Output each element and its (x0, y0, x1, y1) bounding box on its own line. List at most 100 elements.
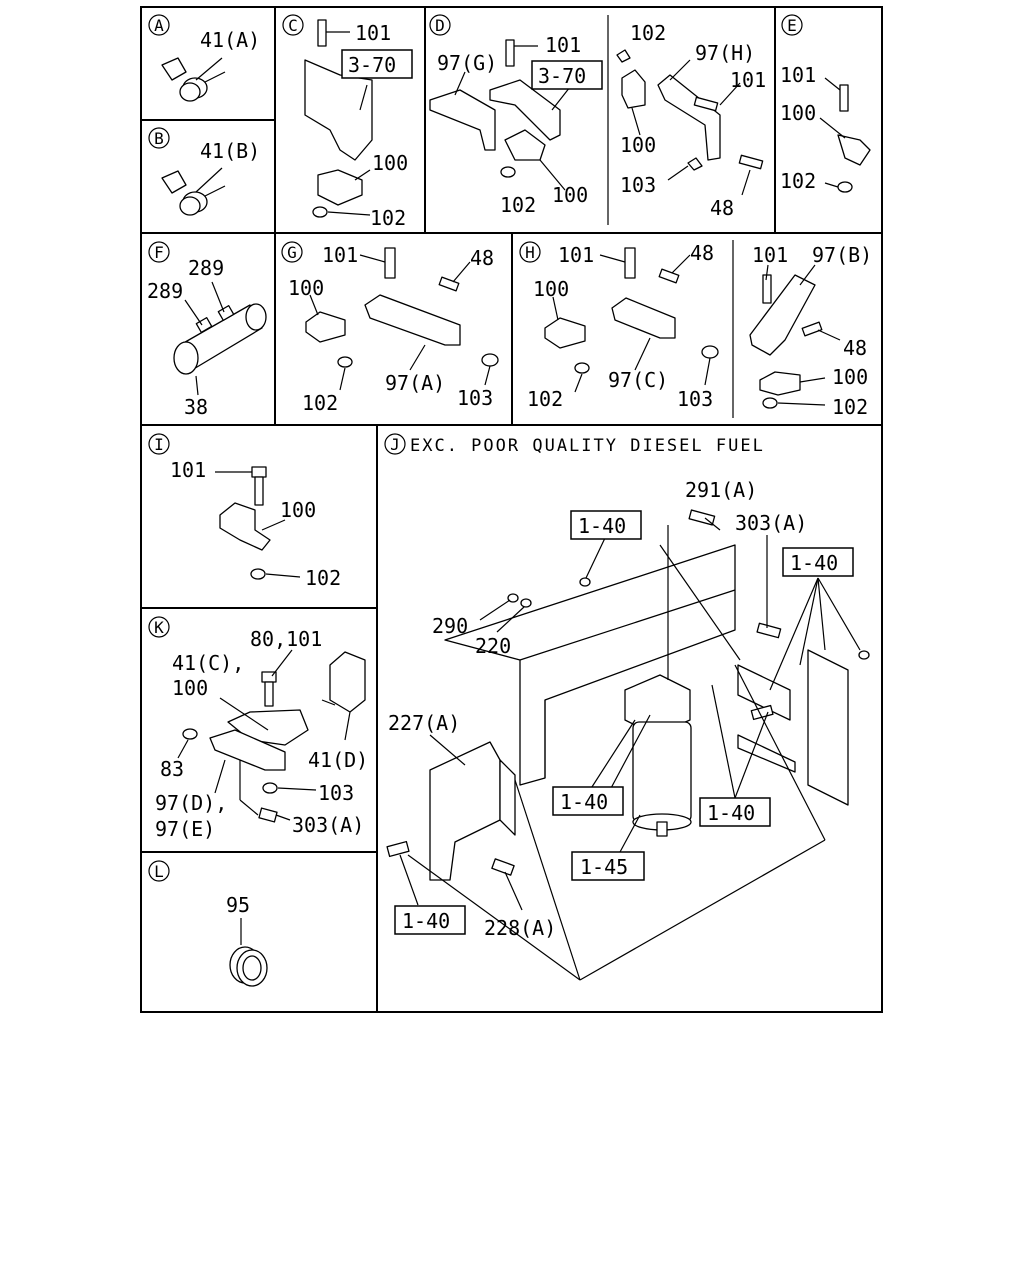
section-badge-c: C (282, 14, 304, 36)
callout-h-97c: 97(C) (608, 368, 668, 392)
callout-g-101: 101 (322, 243, 358, 267)
svg-text:L: L (154, 862, 164, 881)
section-f-drawing (173, 281, 267, 396)
ref-box-j-1-40-d: 1-40 (707, 801, 755, 825)
svg-text:B: B (154, 129, 164, 148)
section-j-caption: EXC. POOR QUALITY DIESEL FUEL (410, 436, 765, 456)
callout-f-289-top: 289 (188, 256, 224, 280)
section-badge-j: J (384, 433, 406, 455)
callout-d-100-left: 100 (552, 183, 588, 207)
callout-k-100: 100 (172, 676, 208, 700)
ref-box-j-1-40-b: 1-40 (790, 551, 838, 575)
callout-d-102-left: 102 (500, 193, 536, 217)
callout-d-103: 103 (620, 173, 656, 197)
callout-97b-102: 102 (832, 395, 868, 419)
callout-g-100: 100 (288, 276, 324, 300)
callout-k-41c: 41(C), (172, 651, 244, 675)
callout-h-48: 48 (690, 241, 714, 265)
callout-h-102: 102 (527, 387, 563, 411)
section-badge-l: L (148, 860, 170, 882)
callout-k-83: 83 (160, 757, 184, 781)
callout-d-101: 101 (545, 33, 581, 57)
callout-c-101: 101 (355, 21, 391, 45)
callout-k-41d: 41(D) (308, 748, 368, 772)
callout-e-100: 100 (780, 101, 816, 125)
svg-text:H: H (525, 243, 535, 262)
callout-l-95: 95 (226, 893, 250, 917)
callout-97b-101: 101 (752, 243, 788, 267)
section-badge-i: I (148, 433, 170, 455)
callout-i-102: 102 (305, 566, 341, 590)
section-b-drawing (161, 167, 226, 216)
callout-e-102: 102 (780, 169, 816, 193)
ref-box-j-1-45: 1-45 (580, 855, 628, 879)
callout-j-290: 290 (432, 614, 468, 638)
callout-c-102: 102 (370, 206, 406, 230)
callout-k-103: 103 (318, 781, 354, 805)
callout-41a: 41(A) (200, 28, 260, 52)
callout-j-228a: 228(A) (484, 916, 556, 940)
section-badge-g: G (281, 241, 303, 263)
section-h-drawing (544, 247, 719, 393)
section-d-left-drawing (429, 39, 571, 191)
callout-f-289-left: 289 (147, 279, 183, 303)
section-l-drawing (229, 918, 268, 987)
svg-text:I: I (154, 435, 164, 454)
callout-g-103: 103 (457, 386, 493, 410)
section-97b-drawing (749, 264, 841, 409)
ref-box-d-3-70: 3-70 (538, 64, 586, 88)
callout-i-101: 101 (170, 458, 206, 482)
callout-g-102: 102 (302, 391, 338, 415)
section-d-right-drawing (616, 49, 764, 196)
ref-box-c-3-70: 3-70 (348, 53, 396, 77)
callout-d-97g: 97(G) (437, 51, 497, 75)
callout-i-100: 100 (280, 498, 316, 522)
section-badge-f: F (148, 241, 170, 263)
svg-text:E: E (787, 16, 797, 35)
callout-h-103: 103 (677, 387, 713, 411)
svg-text:K: K (154, 618, 164, 637)
section-i-drawing (215, 466, 301, 580)
callout-d-102-right: 102 (630, 21, 666, 45)
svg-text:D: D (435, 16, 445, 35)
section-e-drawing (819, 77, 871, 193)
callout-97b: 97(B) (812, 243, 872, 267)
callout-k-97e: 97(E) (155, 817, 215, 841)
section-badge-b: B (148, 127, 170, 149)
callout-97b-100: 100 (832, 365, 868, 389)
svg-text:C: C (288, 16, 298, 35)
ref-box-j-1-40-e: 1-40 (402, 909, 450, 933)
callout-j-291a: 291(A) (685, 478, 757, 502)
callout-h-101: 101 (558, 243, 594, 267)
section-badge-k: K (148, 616, 170, 638)
callout-j-227a: 227(A) (388, 711, 460, 735)
callout-f-38: 38 (184, 395, 208, 419)
callout-e-101: 101 (780, 63, 816, 87)
section-k-drawing (177, 649, 366, 823)
callout-41b: 41(B) (200, 139, 260, 163)
svg-text:A: A (154, 16, 164, 35)
svg-text:J: J (390, 435, 400, 454)
section-badge-h: H (519, 241, 541, 263)
svg-text:G: G (287, 243, 297, 262)
section-badge-d: D (429, 14, 451, 36)
callout-d-97h: 97(H) (695, 41, 755, 65)
callout-k-303a: 303(A) (292, 813, 364, 837)
callout-h-100: 100 (533, 277, 569, 301)
callout-d-100-right: 100 (620, 133, 656, 157)
callout-d-48: 48 (710, 196, 734, 220)
callout-k-80-101: 80,101 (250, 627, 322, 651)
callout-g-48: 48 (470, 246, 494, 270)
callout-g-97a: 97(A) (385, 371, 445, 395)
section-badge-e: E (781, 14, 803, 36)
section-g-drawing (305, 247, 499, 391)
section-a-drawing (161, 57, 226, 102)
callout-j-220: 220 (475, 634, 511, 658)
callout-k-97d: 97(D), (155, 791, 227, 815)
section-c-drawing (304, 19, 373, 218)
callout-d-101-right: 101 (730, 68, 766, 92)
section-j-drawing (386, 509, 870, 981)
ref-box-j-1-40-c: 1-40 (560, 790, 608, 814)
callout-c-100: 100 (372, 151, 408, 175)
